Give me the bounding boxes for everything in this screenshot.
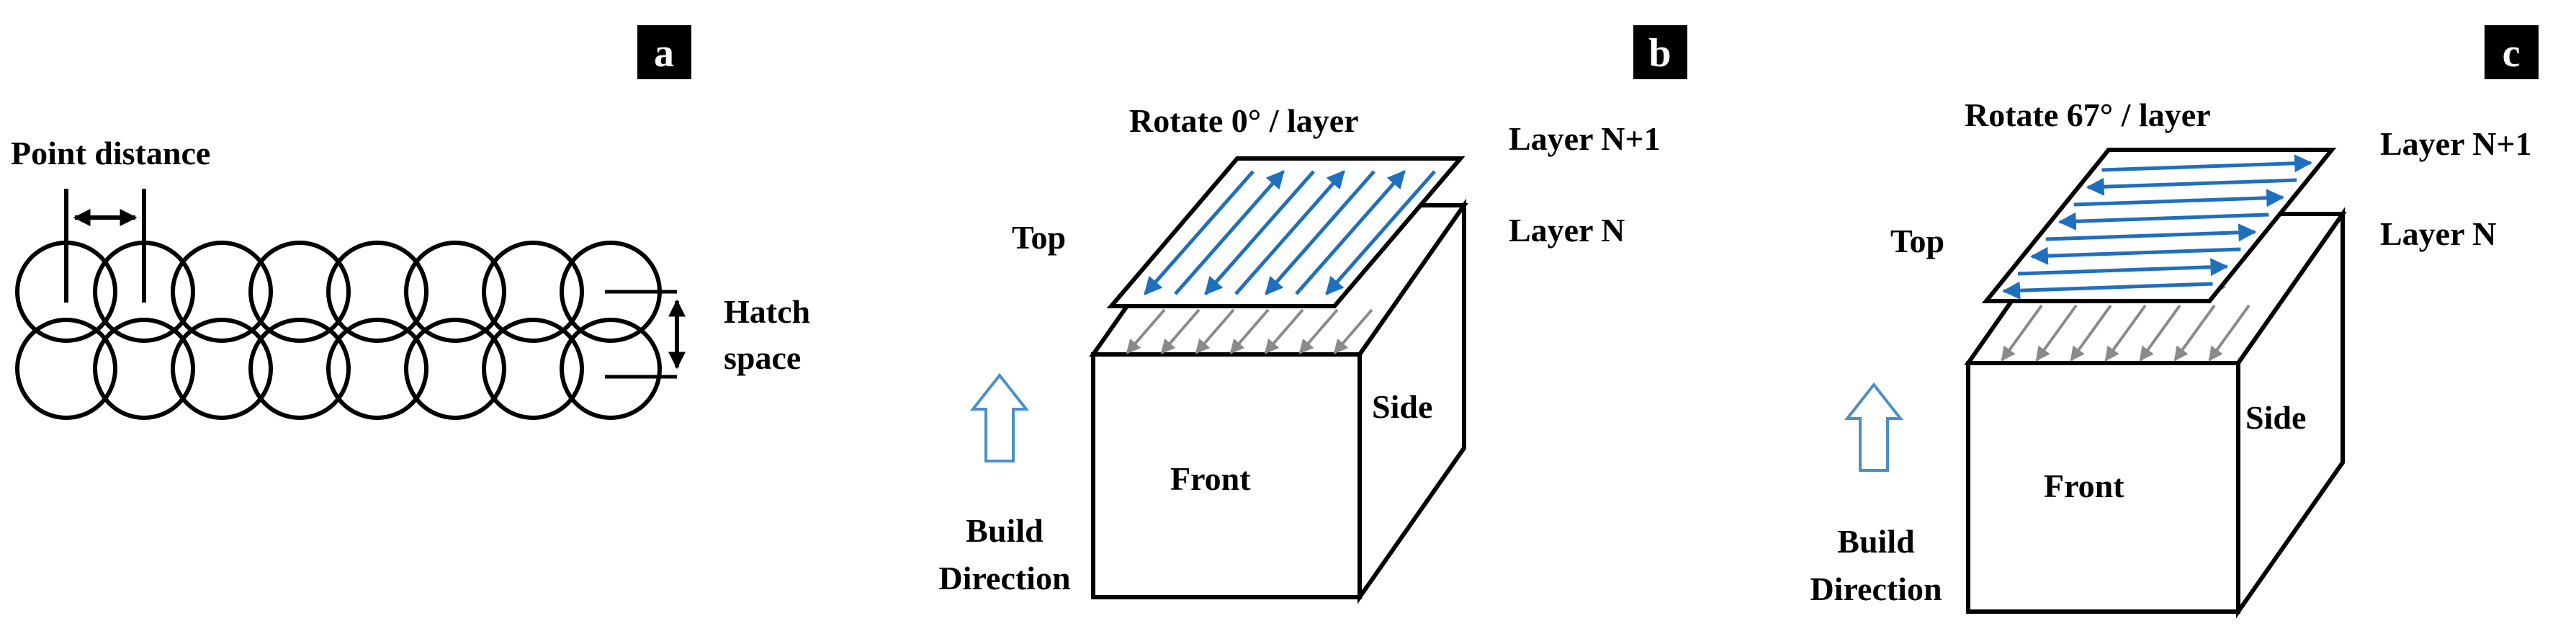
panel-b-layer-n: Layer N (1509, 212, 1625, 249)
panel-c-layer-n1: Layer N+1 (2380, 125, 2532, 162)
hatch-label-line2: space (724, 339, 801, 376)
panel-c-top-label: Top (1890, 223, 1944, 259)
layer-n-scan-vector (1160, 308, 1201, 354)
panel-b-front-label: Front (1170, 460, 1251, 497)
layer-n-scan-vector (2208, 304, 2250, 362)
layer-n1-scan-vector (1174, 170, 1285, 295)
layer-n1-scan-vector (1325, 170, 1436, 295)
panel-c-badge (2485, 25, 2539, 79)
layer-n1-scan-vector (2086, 177, 2297, 196)
panel-c: c Rotate 67° / layer Layer N+1 Layer N T… (1810, 25, 2539, 619)
panel-b-badge (1633, 25, 1687, 79)
melt-pool-circle (326, 241, 428, 343)
layer-n-scan-vector (2104, 304, 2147, 362)
layer-n1-scan-vector (1144, 170, 1255, 295)
melt-pool-circle (482, 241, 584, 343)
panel-c-side-label: Side (2245, 399, 2306, 436)
melt-pool-circle (15, 241, 117, 343)
melt-pool-circle (171, 241, 273, 343)
melt-pool-circle (326, 318, 428, 420)
panel-c-build-line2: Direction (1810, 571, 1942, 607)
panel-c-layer-n1-plate (1981, 148, 2337, 303)
layer-n1-scan-vector (2045, 223, 2257, 242)
melt-pool-circle (482, 318, 584, 420)
layer-n-scan-vector (1126, 308, 1166, 354)
melt-pool-row-2 (15, 318, 662, 420)
melt-pool-circle (560, 318, 662, 420)
layer-n-scan-vector (2139, 304, 2181, 362)
layer-n1-scan-vector (2073, 189, 2285, 207)
panel-a-badge (637, 25, 691, 79)
layer-n1-scan-vector (2057, 212, 2269, 231)
panel-b-badge-label: b (1648, 31, 1671, 76)
panel-c-build-line1: Build (1837, 523, 1915, 560)
melt-pool-circle (404, 241, 506, 343)
layer-n-scan-vector (1195, 308, 1235, 354)
melt-pool-circle (93, 241, 195, 343)
melt-pool-circle (404, 318, 506, 420)
layer-n-scan-vector (1333, 308, 1373, 354)
panel-b-side-label: Side (1372, 388, 1432, 425)
panel-b-build-line2: Direction (938, 560, 1070, 596)
panel-c-front-label: Front (2044, 468, 2124, 504)
panel-b-build-direction-arrow (969, 372, 1030, 462)
panel-c-build-direction-arrow (1844, 382, 1904, 472)
panel-b-layer-n1-scan-vectors (1144, 170, 1436, 295)
panel-a-badge-label: a (654, 31, 674, 76)
panel-b-layer-n1: Layer N+1 (1509, 120, 1661, 157)
melt-pool-row-1 (15, 241, 662, 343)
layer-n1-scan-vector (1295, 170, 1406, 295)
hatch-label-line1: Hatch (724, 293, 810, 330)
melt-pool-circle (248, 241, 351, 343)
panel-c-cube-front (1966, 361, 2240, 614)
panel-c-layer-n: Layer N (2380, 215, 2496, 252)
melt-pool-circle (15, 318, 117, 420)
panel-b-top-label: Top (1012, 219, 1066, 256)
layer-n-scan-vector (2070, 304, 2112, 362)
panel-b: b Rotate 0° / layer Layer N+1 Layer N To… (938, 25, 1687, 604)
panel-b-layer-n-scan-vectors (1126, 308, 1373, 354)
point-distance-label: Point distance (11, 135, 210, 171)
panel-c-badge-label: c (2503, 31, 2521, 76)
layer-n-scan-vector (2035, 304, 2078, 362)
melt-pool-circle (93, 318, 195, 420)
layer-n1-scan-vector (2101, 154, 2313, 173)
layer-n1-scan-vector (1265, 170, 1375, 295)
layer-n1-scan-vector (1204, 170, 1315, 295)
layer-n-scan-vector (1298, 308, 1339, 354)
layer-n-scan-vector (2001, 304, 2043, 362)
layer-n-scan-vector (1264, 308, 1304, 354)
layer-n-scan-vector (2173, 304, 2216, 362)
layer-n1-scan-vector (2017, 258, 2229, 277)
panel-b-build-line1: Build (966, 512, 1044, 549)
layer-n1-scan-vector (1234, 170, 1345, 295)
melt-pool-circle (171, 318, 273, 420)
panel-b-cube-front (1091, 352, 1362, 599)
panel-c-layer-n1-scan-vectors (2002, 154, 2313, 300)
layer-n1-scan-vector (2029, 246, 2241, 265)
layer-n-scan-vector (1229, 308, 1270, 354)
layer-n1-scan-vector (2002, 281, 2213, 300)
panel-a: a Point distance Hatch space (11, 25, 810, 420)
panel-b-rotate-label: Rotate 0° / layer (1129, 102, 1359, 139)
melt-pool-circle (248, 318, 351, 420)
panel-c-rotate-label: Rotate 67° / layer (1965, 97, 2211, 133)
